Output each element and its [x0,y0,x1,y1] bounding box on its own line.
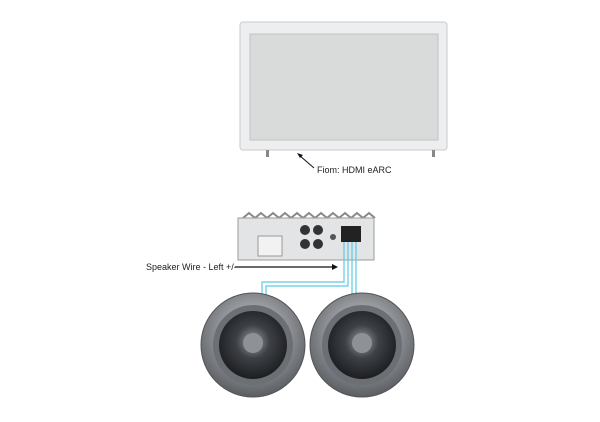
speaker-wire-label: Speaker Wire - Left +/- [146,262,237,272]
tv [239,21,448,157]
speaker-wire-arrow [235,264,338,270]
tv-source-label: Fiom: HDMI eARC [317,165,392,175]
amplifier [237,211,376,261]
hdmi-arrow [297,153,315,169]
speaker-left [200,292,306,398]
speaker-right [309,292,415,398]
speaker-wires [261,242,357,300]
